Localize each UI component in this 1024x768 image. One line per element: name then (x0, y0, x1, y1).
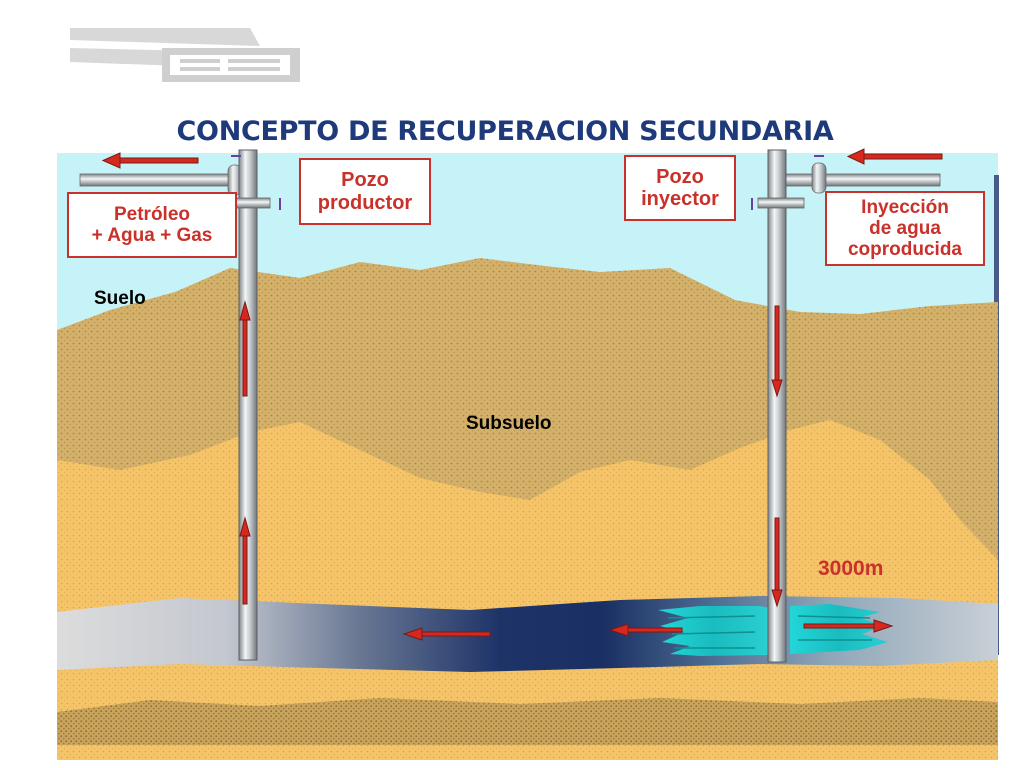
arrow-res-2 (608, 623, 683, 637)
page-title: CONCEPTO DE RECUPERACION SECUNDARIA (176, 116, 834, 147)
bottom-stratum (57, 698, 998, 745)
injection-label-line-3: coproducida (847, 239, 962, 261)
injection-label-line-1: Inyección (861, 196, 949, 218)
injector-label-line-1: Pozo (656, 165, 704, 188)
arrow-res-1 (402, 627, 491, 641)
flow-arrows (101, 148, 943, 641)
arrow-water-in (846, 148, 943, 165)
injector-well (751, 149, 941, 663)
arrow-down-1 (771, 305, 783, 398)
injector-label-line-2: inyector (641, 188, 719, 210)
oil-output-label: Petróleo + Agua + Gas (67, 192, 237, 258)
logo-wedge (70, 28, 260, 46)
producer-label-line-1: Pozo (341, 169, 389, 192)
subsoil-label: Subsuelo (466, 413, 552, 434)
injection-label-line-2: de agua (869, 217, 941, 239)
soil-label: Suelo (94, 288, 146, 309)
arrow-up-2 (239, 516, 251, 605)
water-front (658, 606, 770, 656)
arrow-up-1 (239, 300, 251, 397)
producer-label-line-2: productor (317, 191, 413, 214)
arrow-down-2 (771, 517, 783, 608)
depth-label: 3000m (818, 557, 884, 580)
water-injection-label: Inyección de agua coproducida (825, 191, 985, 266)
producer-well-label: Pozo productor (299, 158, 431, 225)
arrow-oil-out (101, 152, 199, 169)
arrow-res-3 (803, 619, 894, 633)
subsoil-layer (57, 420, 998, 760)
oil-label-line-1: Petróleo (113, 203, 191, 225)
oil-label-line-2: + Agua + Gas (91, 225, 213, 246)
injector-well-label: Pozo inyector (624, 155, 736, 221)
company-logo (70, 28, 300, 82)
